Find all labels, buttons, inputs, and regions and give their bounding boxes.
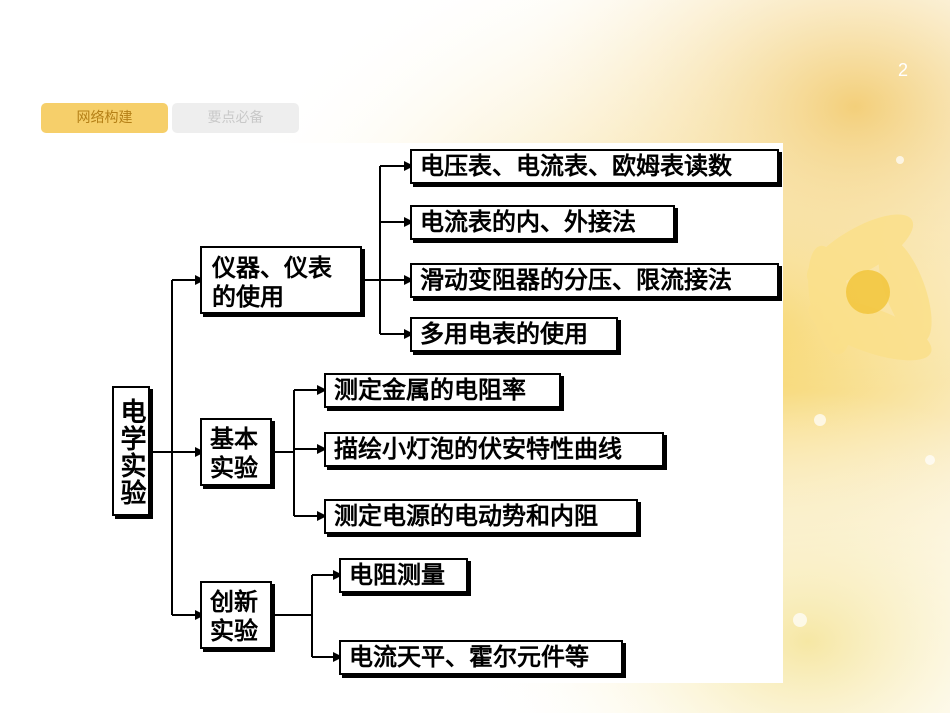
leaf-metal-resistivity: 测定金属的电阻率 <box>324 373 561 408</box>
branch-instruments: 仪器、仪表的使用 <box>200 246 362 314</box>
leaf-rheostat-connection: 滑动变阻器的分压、限流接法 <box>410 263 779 298</box>
leaf-current-balance-hall: 电流天平、霍尔元件等 <box>339 640 623 675</box>
tab-key-points[interactable]: 要点必备 <box>172 103 299 133</box>
connector-lines <box>151 161 414 662</box>
page-number: 2 <box>897 60 908 80</box>
leaf-multimeter-use: 多用电表的使用 <box>410 317 618 352</box>
tab-network-construction[interactable]: 网络构建 <box>41 103 168 133</box>
leaf-meter-reading: 电压表、电流表、欧姆表读数 <box>410 149 779 184</box>
concept-map: 电学实验 仪器、仪表的使用 基本实验 创新实验 电压表、电流表、欧姆表读数 电流… <box>108 143 783 683</box>
branch-basic-experiments: 基本实验 <box>200 418 272 486</box>
root-node: 电学实验 <box>112 386 150 516</box>
leaf-bulb-iv-curve: 描绘小灯泡的伏安特性曲线 <box>324 432 664 467</box>
leaf-emf-internal-resistance: 测定电源的电动势和内阻 <box>324 499 638 534</box>
leaf-ammeter-connection: 电流表的内、外接法 <box>410 205 675 240</box>
leaf-resistance-measurement: 电阻测量 <box>339 558 468 593</box>
branch-innovative-experiments: 创新实验 <box>200 581 272 649</box>
